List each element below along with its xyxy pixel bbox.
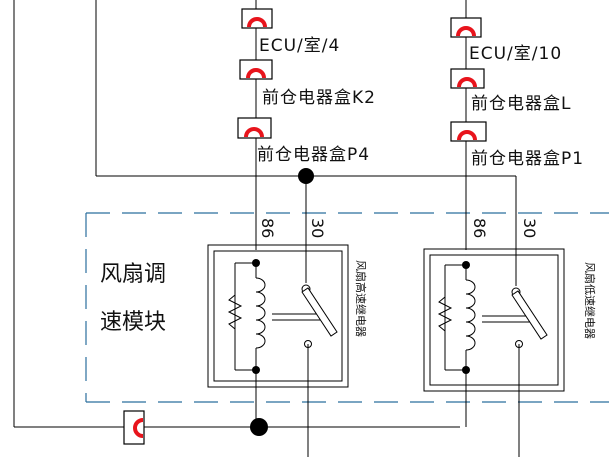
label-left-k: 前仓电器盒K2 (262, 88, 376, 108)
pin-30-right: 30 (520, 218, 539, 238)
connector-right-p (450, 121, 487, 142)
label-right-l: 前仓电器盒L (471, 94, 571, 114)
module-title-line1: 风扇调 (100, 262, 166, 287)
connector-bottom (123, 410, 145, 445)
label-left-p: 前仓电器盒P4 (257, 145, 370, 165)
module-title-line2: 速模块 (100, 310, 166, 335)
relay-left (207, 244, 349, 388)
junction-dot-bottom (250, 418, 268, 436)
pin-30-left: 30 (308, 218, 327, 238)
connector-right-ecu (450, 17, 482, 38)
pin-86-right: 86 (470, 218, 489, 238)
pin-86-left: 86 (258, 218, 277, 238)
label-right-ecu: ECU/室/10 (469, 44, 562, 64)
junction-dot-top (298, 168, 314, 184)
relay-right (423, 248, 565, 392)
relay-right-name: 风扇低速继电器 (583, 262, 597, 339)
module-boundary (85, 212, 609, 403)
connector-right-l (450, 68, 485, 89)
label-left-ecu: ECU/室/4 (259, 36, 340, 56)
connector-left-ecu (241, 8, 273, 29)
connector-left-p (237, 117, 272, 139)
relay-left-name: 风扇高速继电器 (354, 260, 368, 337)
label-right-p: 前仓电器盒P1 (471, 149, 584, 169)
connector-left-k (239, 59, 273, 80)
